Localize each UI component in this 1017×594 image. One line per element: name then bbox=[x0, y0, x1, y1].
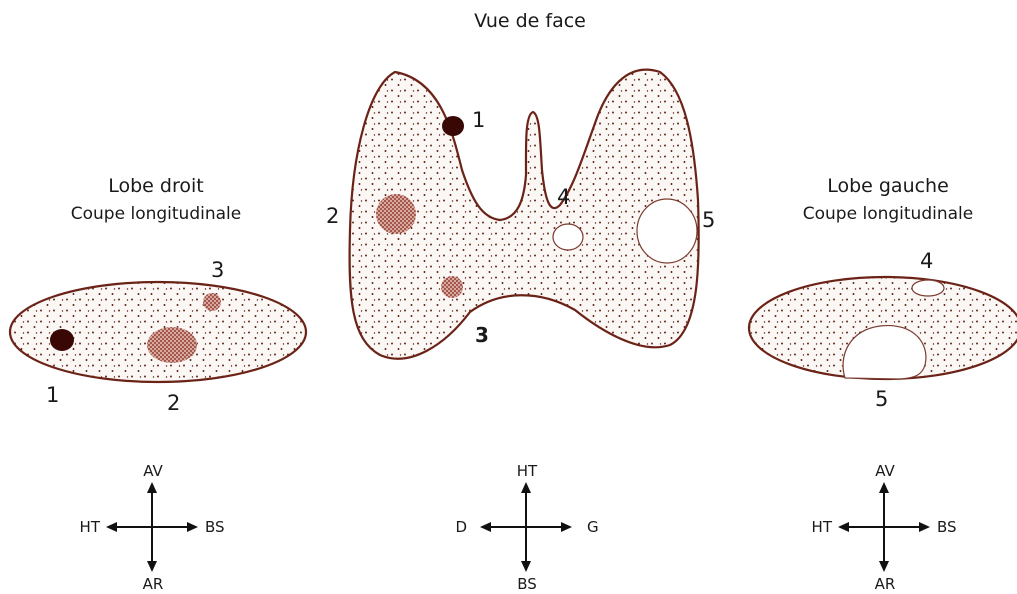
nodule-1-right-lobe bbox=[50, 329, 74, 351]
compass-down-label: AR bbox=[143, 575, 164, 593]
right-lobe-label-3: 3 bbox=[211, 258, 224, 282]
front-label-1: 1 bbox=[472, 108, 485, 132]
compass-left-label: D bbox=[455, 518, 467, 536]
right-lobe-label-2: 2 bbox=[167, 391, 180, 415]
compass-right-label: BS bbox=[205, 518, 225, 536]
arrow-up-icon bbox=[521, 482, 531, 493]
nodule-2-right-lobe bbox=[147, 327, 197, 363]
compass-down-label: AR bbox=[875, 575, 896, 593]
orientation-compass-right-lobe: AV AR HT BS bbox=[80, 462, 225, 593]
arrow-down-icon bbox=[521, 561, 531, 572]
compass-right-label: BS bbox=[937, 518, 957, 536]
arrow-right-icon bbox=[561, 522, 572, 532]
left-lobe-subtitle: Coupe longitudinale bbox=[803, 204, 973, 224]
front-view-title: Vue de face bbox=[474, 10, 586, 32]
left-lobe-label-4: 4 bbox=[920, 249, 933, 273]
nodule-4-left-lobe bbox=[912, 280, 944, 296]
nodule-3-right-lobe bbox=[203, 293, 221, 311]
arrow-down-icon bbox=[879, 561, 889, 572]
arrow-up-icon bbox=[879, 482, 889, 493]
arrow-left-icon bbox=[838, 522, 849, 532]
right-lobe-label-1: 1 bbox=[46, 383, 59, 407]
nodule-4-front bbox=[553, 224, 583, 250]
orientation-compass-left-lobe: AV AR HT BS bbox=[812, 462, 957, 593]
arrow-up-icon bbox=[147, 482, 157, 493]
compass-down-label: BS bbox=[517, 575, 537, 593]
nodule-1-front bbox=[442, 116, 464, 136]
left-lobe-title: Lobe gauche bbox=[827, 175, 949, 197]
left-lobe-label-5: 5 bbox=[875, 387, 888, 411]
front-label-2: 2 bbox=[326, 204, 339, 228]
compass-up-label: AV bbox=[143, 462, 163, 480]
arrow-left-icon bbox=[480, 522, 491, 532]
nodule-2-front bbox=[376, 194, 416, 234]
front-label-5: 5 bbox=[702, 208, 715, 232]
right-lobe-subtitle: Coupe longitudinale bbox=[71, 204, 241, 224]
nodule-3-front bbox=[441, 276, 463, 298]
arrow-right-icon bbox=[187, 522, 198, 532]
arrow-right-icon bbox=[919, 522, 930, 532]
nodule-5-front bbox=[637, 199, 697, 263]
compass-right-label: G bbox=[587, 518, 599, 536]
front-label-3: 3 bbox=[475, 323, 489, 347]
front-label-4: 4 bbox=[557, 185, 570, 209]
arrow-left-icon bbox=[106, 522, 117, 532]
compass-up-label: AV bbox=[875, 462, 895, 480]
compass-left-label: HT bbox=[80, 518, 101, 536]
right-lobe-title: Lobe droit bbox=[108, 175, 203, 197]
orientation-compass-front-view: HT BS D G bbox=[455, 462, 598, 593]
compass-left-label: HT bbox=[812, 518, 833, 536]
compass-up-label: HT bbox=[517, 462, 538, 480]
arrow-down-icon bbox=[147, 561, 157, 572]
